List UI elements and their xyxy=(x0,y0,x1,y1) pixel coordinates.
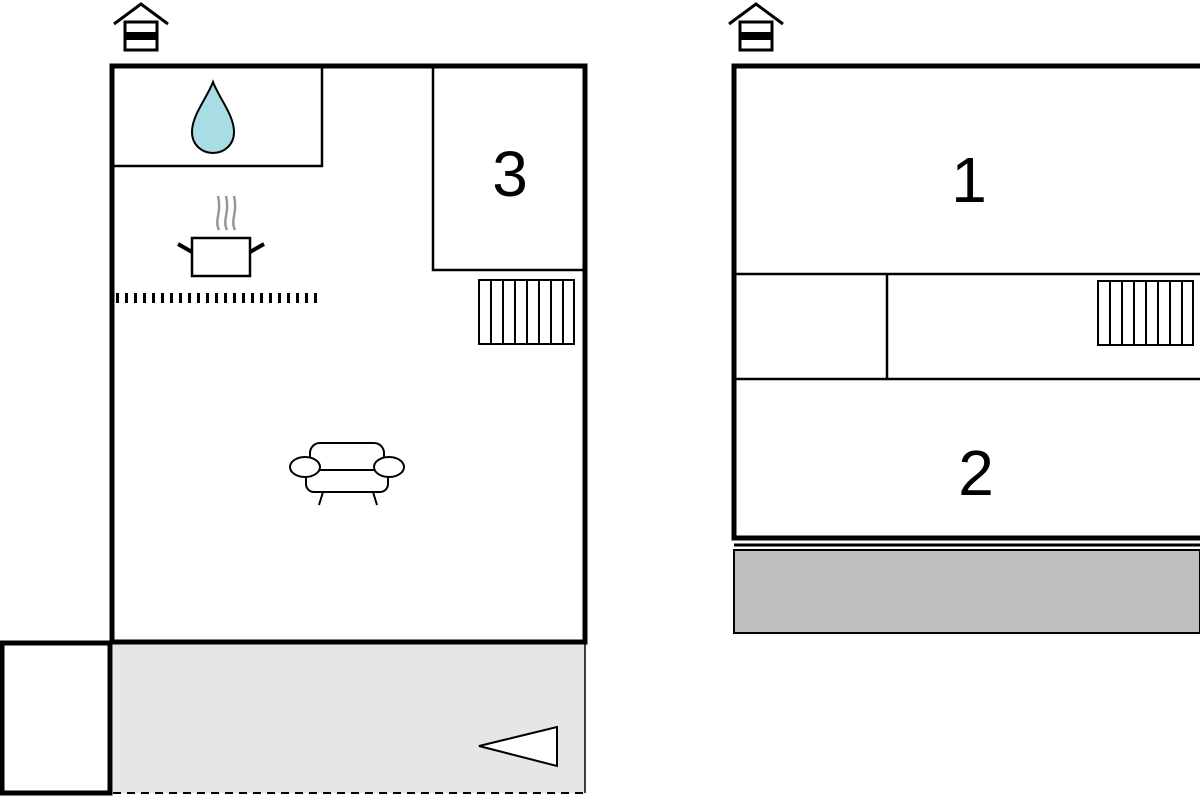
annex-room xyxy=(0,640,113,796)
stairs-icon xyxy=(478,279,575,345)
room-3-wall xyxy=(431,66,585,272)
house-entrance-icon xyxy=(728,2,784,52)
ground-floor-outline xyxy=(109,63,588,645)
stairs-icon xyxy=(1097,280,1194,346)
door-arrow-icon xyxy=(478,725,558,768)
terrace xyxy=(113,643,585,793)
room-label-1: 1 xyxy=(951,144,987,216)
water-drop-icon xyxy=(190,79,236,155)
upper-floor: 1 2 xyxy=(728,2,1200,634)
house-entrance-icon xyxy=(113,2,169,52)
ground-floor: 3 xyxy=(0,2,588,796)
cooking-pot-icon xyxy=(177,195,265,278)
room-label-2: 2 xyxy=(958,437,994,509)
bathroom-wall xyxy=(114,66,324,168)
sofa-icon xyxy=(289,442,405,506)
room-label-3: 3 xyxy=(492,138,528,210)
balcony xyxy=(733,549,1200,634)
upper-floor-outline xyxy=(731,63,1200,541)
